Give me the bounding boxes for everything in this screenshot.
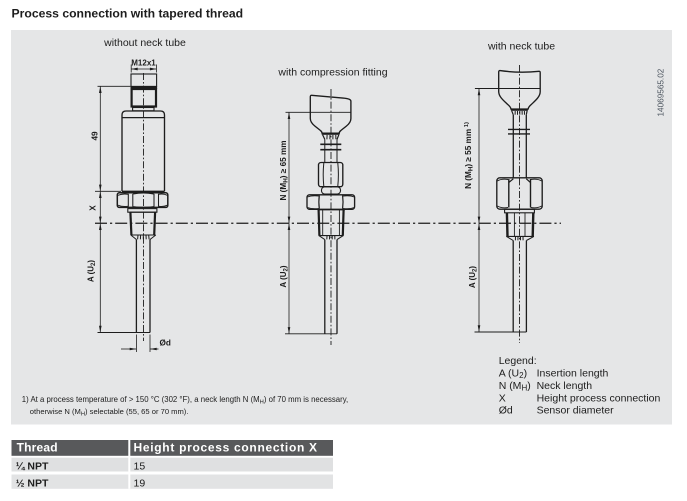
svg-text:Height process connection: Height process connection	[537, 392, 661, 404]
svg-text:with neck tube: with neck tube	[487, 41, 555, 53]
svg-text:X: X	[499, 392, 506, 404]
svg-text:Process connection with tapere: Process connection with tapered thread	[12, 7, 244, 21]
svg-text:Neck length: Neck length	[537, 380, 593, 392]
svg-text:Thread: Thread	[17, 441, 58, 455]
svg-text:1) At a process temperature of: 1) At a process temperature of > 150 °C …	[22, 395, 348, 405]
svg-text:Ød: Ød	[499, 405, 513, 417]
svg-text:49: 49	[90, 131, 99, 141]
svg-text:Ød: Ød	[160, 339, 171, 348]
svg-text:M12x1: M12x1	[131, 59, 156, 68]
svg-text:½ NPT: ½ NPT	[16, 477, 49, 489]
svg-text:A (U2): A (U2)	[279, 265, 290, 288]
svg-text:Legend:: Legend:	[499, 355, 537, 367]
svg-text:without neck tube: without neck tube	[103, 37, 186, 49]
svg-text:14069565.02: 14069565.02	[657, 68, 666, 116]
svg-text:N (MH) ≥ 65 mm: N (MH) ≥ 65 mm	[279, 140, 290, 200]
svg-text:15: 15	[134, 460, 146, 472]
svg-text:otherwise N (MH) selectable (5: otherwise N (MH) selectable (55, 65 or 7…	[30, 407, 189, 417]
svg-text:Sensor diameter: Sensor diameter	[537, 405, 615, 417]
svg-text:N (MH): N (MH)	[499, 380, 531, 393]
svg-text:A (U2): A (U2)	[499, 368, 527, 381]
svg-text:A (U2): A (U2)	[468, 266, 479, 289]
svg-text:with compression fitting: with compression fitting	[277, 67, 387, 79]
svg-text:Insertion length: Insertion length	[537, 368, 609, 380]
svg-text:Height process connection X: Height process connection X	[134, 441, 318, 455]
svg-text:¼ NPT: ¼ NPT	[16, 460, 49, 472]
svg-text:A (U2): A (U2)	[87, 260, 98, 283]
svg-text:X: X	[88, 205, 97, 211]
svg-text:N (MH) ≥ 55 mm 1): N (MH) ≥ 55 mm 1)	[464, 122, 475, 189]
svg-text:19: 19	[134, 477, 146, 489]
